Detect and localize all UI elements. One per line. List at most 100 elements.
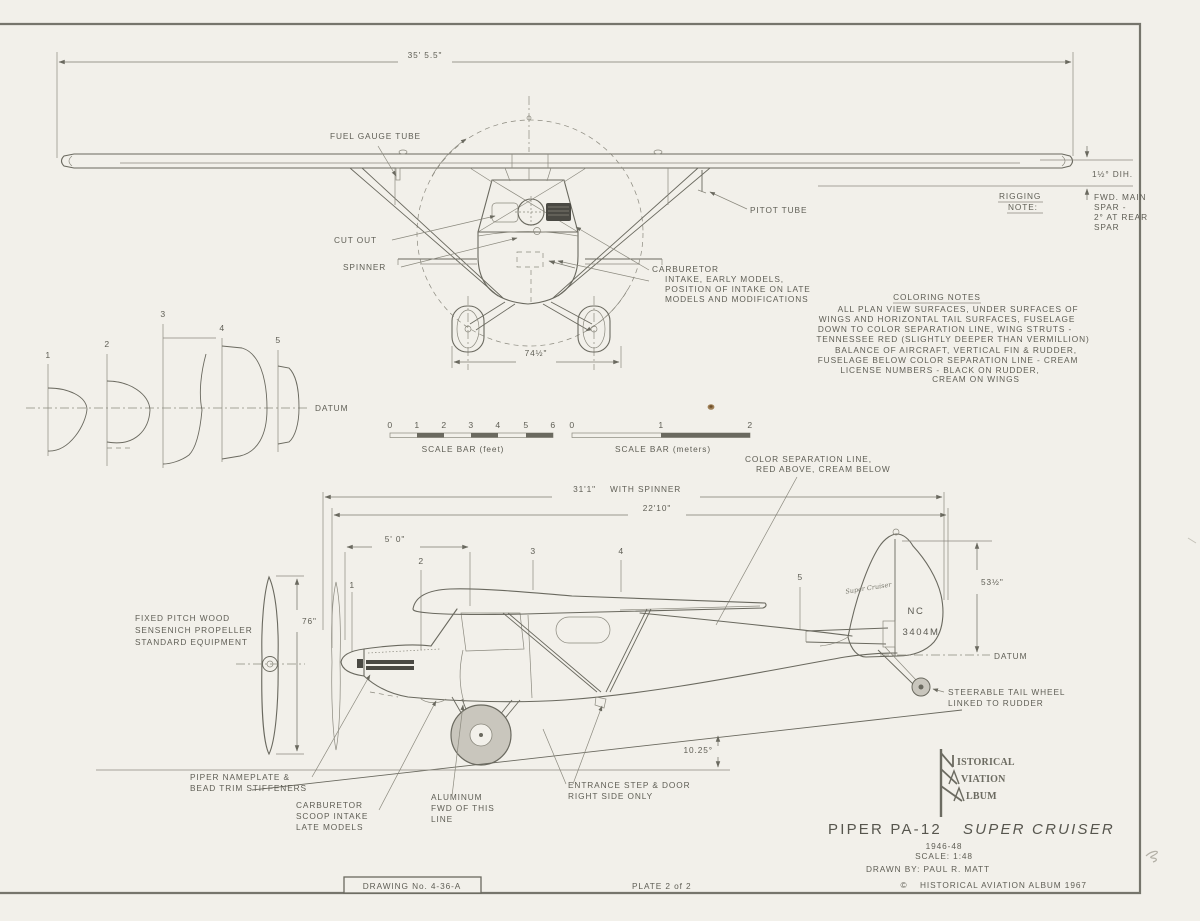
meters-tick-1: 1	[658, 420, 663, 430]
rigging-note: RIGGING NOTE: FWD. MAIN SPAR - 2° AT REA…	[998, 191, 1148, 232]
rigging-note-line2: SPAR -	[1094, 202, 1126, 212]
aluminum-note-line2: FWD OF THIS	[431, 803, 495, 813]
drawing-number-box	[343, 876, 482, 894]
scale-bar-meters: 0 1 2 SCALE BAR (meters)	[569, 420, 752, 454]
side-view: COLOR SEPARATION LINE, RED ABOVE, CREAM …	[96, 454, 1065, 832]
scale-label: SCALE: 1:48	[915, 851, 973, 861]
drawing-number-label: DRAWING No. 4-36-A	[363, 881, 461, 891]
cut-out-label: CUT OUT	[334, 235, 377, 245]
coloring-notes-line3: DOWN TO COLOR SEPARATION LINE, WING STRU…	[818, 324, 1072, 334]
feet-tick-4: 4	[495, 420, 500, 430]
color-separation-label-line1: COLOR SEPARATION LINE,	[745, 454, 872, 464]
length-with-spinner-value: 31'1"	[573, 484, 596, 494]
aluminum-note-line1: ALUMINUM	[431, 792, 482, 802]
side-station-2: 2	[418, 556, 423, 566]
section-3-profile	[162, 353, 207, 465]
logo-line3: LBUM	[966, 791, 997, 802]
entrance-note: ENTRANCE STEP & DOOR RIGHT SIDE ONLY	[542, 705, 691, 801]
side-station-3: 3	[530, 546, 535, 556]
section-4-label: 4	[219, 323, 224, 333]
aluminum-note-line3: LINE	[431, 814, 453, 824]
ground-line	[251, 709, 963, 791]
side-wing	[412, 588, 767, 616]
entrance-note-line2: RIGHT SIDE ONLY	[568, 791, 653, 801]
coloring-notes: COLORING NOTES ALL PLAN VIEW SURFACES, U…	[816, 292, 1089, 384]
dihedral-dimension-label: 1½° DIH.	[1092, 169, 1133, 179]
entrance-step-shape	[594, 696, 607, 709]
rigging-note-line3: 2° AT REAR	[1094, 212, 1148, 222]
pitot-label: PITOT TUBE	[750, 205, 807, 215]
side-station-4: 4	[618, 546, 623, 556]
piper-nameplate-shape	[357, 659, 363, 668]
propeller-note-line3: STANDARD EQUIPMENT	[135, 637, 248, 647]
carb-intake-early-panel	[546, 203, 571, 221]
coloring-notes-line8: CREAM ON WINGS	[932, 374, 1020, 384]
wingspan-dimension-label: 35' 5.5"	[408, 50, 443, 60]
section-2-label: 2	[104, 339, 109, 349]
rigging-note-word1: RIGGING	[999, 191, 1041, 201]
aircraft-title: PIPER PA-12	[828, 821, 942, 838]
section-5-profile	[277, 365, 300, 445]
track-dimension-label: 74½"	[525, 348, 548, 358]
feet-tick-2: 2	[441, 420, 446, 430]
sheet-border	[0, 22, 1142, 895]
carb-note-line4: MODELS AND MODIFICATIONS	[665, 294, 809, 304]
coloring-notes-line2: WINGS AND HORIZONTAL TAIL SURFACES, FUSE…	[819, 314, 1076, 324]
edge-tick-mark	[1187, 537, 1197, 544]
copyright-label: HISTORICAL AVIATION ALBUM 1967	[920, 880, 1087, 890]
front-view: 35' 5.5" 1½° DIH.	[56, 50, 1148, 370]
paper-speck	[707, 404, 715, 410]
fin-and-rudder	[847, 533, 944, 658]
nameplate-note-line1: PIPER NAMEPLATE &	[190, 772, 290, 782]
side-station-5: 5	[797, 572, 802, 582]
propeller-note: FIXED PITCH WOOD SENSENICH PROPELLER STA…	[135, 613, 252, 647]
tail-wheel-note-line1: STEERABLE TAIL WHEEL	[948, 687, 1065, 697]
side-fuselage	[340, 608, 898, 709]
front-windshield	[469, 167, 587, 233]
carb-intake-late-panel	[516, 251, 544, 268]
rigging-note-line4: SPAR	[1094, 222, 1120, 232]
front-landing-gear	[451, 296, 611, 370]
carb-note-line2: INTAKE, EARLY MODELS,	[665, 274, 784, 284]
coloring-notes-heading: COLORING NOTES	[893, 292, 981, 302]
registration-number: 3404M	[902, 627, 939, 638]
haa-logo: ISTORICAL VIATION LBUM	[939, 749, 1015, 817]
scale-bar-feet: 0 1 2 3 4 5 6 SCALE BAR (feet)	[387, 420, 555, 454]
section-2-profile	[106, 380, 151, 444]
years-label: 1946-48	[926, 841, 963, 851]
carb-scoop-note-line1: CARBURETOR	[296, 800, 363, 810]
copyright-icon: ©	[900, 880, 907, 890]
entrance-note-line1: ENTRANCE STEP & DOOR	[568, 780, 691, 790]
aluminum-note: ALUMINUM FWD OF THIS LINE	[431, 704, 495, 824]
nameplate-note: PIPER NAMEPLATE & BEAD TRIM STIFFENERS	[190, 674, 371, 793]
propeller-note-line1: FIXED PITCH WOOD	[135, 613, 230, 623]
title-block: ISTORICAL VIATION LBUM PIPER PA-12 SUPER…	[828, 749, 1113, 890]
section-1-profile	[47, 387, 88, 452]
fuselage-length-label: 22'10"	[643, 503, 671, 513]
length-with-spinner-suffix: WITH SPINNER	[610, 484, 681, 494]
feet-scale-caption: SCALE BAR (feet)	[422, 444, 505, 454]
carb-scoop-note-line3: LATE MODELS	[296, 822, 363, 832]
coloring-notes-line6: FUSELAGE BELOW COLOR SEPARATION LINE - C…	[818, 355, 1079, 365]
drawn-by-label: DRAWN BY: PAUL R. MATT	[866, 864, 990, 874]
section-5-label: 5	[275, 335, 280, 345]
propeller-dimension-label: 76"	[302, 616, 317, 626]
front-left-tire	[451, 305, 485, 353]
coloring-notes-line5: BALANCE OF AIRCRAFT, VERTICAL FIN & RUDD…	[835, 345, 1077, 355]
tail-wheel-note-line2: LINKED TO RUDDER	[948, 698, 1044, 708]
feet-tick-6: 6	[550, 420, 555, 430]
bead-trim-strip-1	[366, 660, 414, 664]
coloring-notes-line4: TENNESSEE RED (SLIGHTLY DEEPER THAN VERM…	[816, 334, 1089, 344]
pencil-mark	[1145, 850, 1158, 863]
coloring-notes-line7: LICENSE NUMBERS - BLACK ON RUDDER,	[840, 365, 1039, 375]
feet-tick-3: 3	[468, 420, 473, 430]
section-4-profile	[221, 345, 268, 460]
carb-note-line3: POSITION OF INTAKE ON LATE	[665, 284, 811, 294]
side-main-gear	[450, 696, 521, 766]
plate-label: PLATE 2 of 2	[632, 881, 692, 891]
side-station-1: 1	[349, 580, 354, 590]
elevator-horn	[882, 620, 896, 648]
rigging-note-word2: NOTE:	[1008, 202, 1038, 212]
nose-dimension-label: 5' 0"	[385, 534, 406, 544]
